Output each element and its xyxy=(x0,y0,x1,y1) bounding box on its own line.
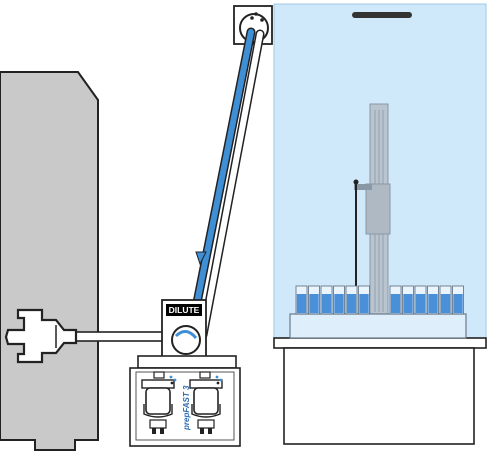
sample-vial xyxy=(308,285,320,315)
rack-base xyxy=(289,313,467,339)
sample-vial xyxy=(414,285,427,315)
flow-arrow-icon xyxy=(195,251,207,266)
syringe-pump-module: prepFAST 3 xyxy=(129,355,241,447)
vial-rack-left xyxy=(295,285,370,315)
sample-vial xyxy=(320,285,333,315)
autosampler-base xyxy=(273,337,487,445)
syringe-pump-icon xyxy=(189,371,223,434)
vial-rack-right xyxy=(389,285,464,315)
product-label: prepFAST 3 xyxy=(182,385,191,431)
syringe-pump-icon xyxy=(141,371,175,434)
sample-vial xyxy=(389,285,402,315)
enclosure-handle xyxy=(352,12,412,18)
sample-vial xyxy=(345,285,358,315)
nebulizer-icon xyxy=(4,308,78,364)
sample-vial xyxy=(427,285,439,315)
status-indicator-icon xyxy=(215,375,223,385)
dilute-label: DILUTE xyxy=(169,305,200,315)
sample-vial xyxy=(439,285,452,315)
transfer-line xyxy=(186,27,265,340)
sample-vial xyxy=(295,285,308,315)
sample-vial xyxy=(358,285,370,315)
dilute-valve: DILUTE xyxy=(161,299,207,359)
sample-vial xyxy=(452,285,464,315)
status-indicator-icon xyxy=(169,375,177,385)
instrument-body xyxy=(0,71,99,451)
probe-tower xyxy=(365,103,391,317)
sample-vial xyxy=(333,285,345,315)
sample-vial xyxy=(402,285,414,315)
